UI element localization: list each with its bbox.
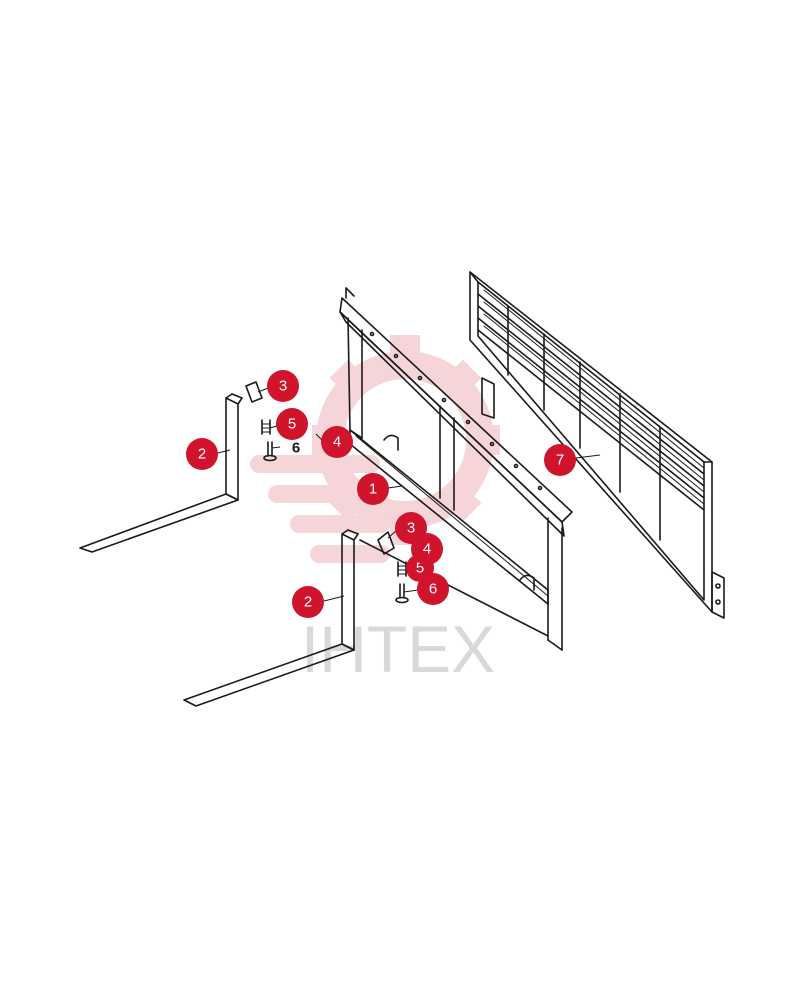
svg-text:2: 2	[304, 594, 312, 611]
callout-3-upper: 3	[267, 370, 299, 402]
svg-text:2: 2	[198, 446, 206, 463]
callout-2-upper: 2	[186, 438, 218, 470]
callout-4-upper: 4	[321, 426, 353, 458]
watermark-logo	[250, 335, 500, 563]
svg-text:4: 4	[423, 541, 431, 558]
callout-2-lower: 2	[292, 586, 324, 618]
svg-text:3: 3	[407, 520, 415, 537]
callout-1: 1	[357, 473, 389, 505]
svg-text:4: 4	[333, 434, 341, 451]
fork-lower	[183, 529, 359, 707]
svg-text:6: 6	[429, 581, 437, 598]
svg-text:5: 5	[288, 416, 296, 433]
grille-panel	[469, 271, 725, 619]
watermark-text: ІНТЕХ	[301, 612, 495, 686]
svg-text:6: 6	[292, 440, 300, 457]
svg-text:1: 1	[369, 481, 377, 498]
carriage-frame	[339, 287, 573, 651]
callout-5-upper: 5	[276, 408, 308, 440]
small-parts-lower	[377, 531, 409, 604]
callout-6-upper: 6	[292, 440, 300, 457]
callout-4-lower: 4	[411, 533, 443, 565]
small-parts-upper	[245, 381, 277, 462]
fork-upper	[79, 393, 243, 553]
svg-text:3: 3	[279, 378, 287, 395]
svg-text:7: 7	[556, 452, 564, 469]
svg-text:5: 5	[416, 560, 424, 577]
callout-6-lower: 6	[417, 573, 449, 605]
callout-7: 7	[544, 444, 576, 476]
